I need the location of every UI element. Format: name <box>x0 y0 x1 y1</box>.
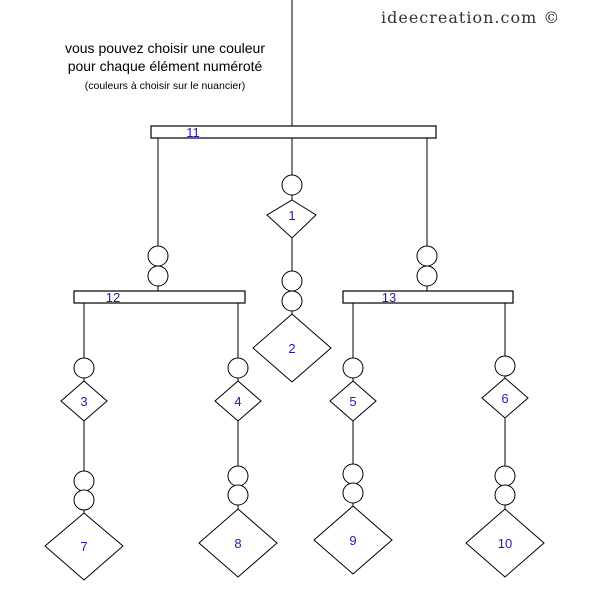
bead-10b <box>494 484 516 506</box>
bead-9a <box>342 463 364 485</box>
label-6: 6 <box>501 391 508 406</box>
label-10: 10 <box>498 536 512 551</box>
bead-10a <box>494 465 516 487</box>
bead-right-a <box>416 245 438 267</box>
instruction-line-1: vous pouvez choisir une couleur <box>64 40 265 56</box>
watermark: ideecreation.com © <box>381 8 561 27</box>
diamond-2 <box>252 313 332 383</box>
instruction-line-2: pour chaque élément numéroté <box>67 58 263 74</box>
instruction-line-3: (couleurs à choisir sur le nuancier) <box>84 80 246 92</box>
bar-12 <box>73 290 246 304</box>
label-9: 9 <box>349 533 356 548</box>
diamond-10 <box>465 508 545 578</box>
bar-13 <box>342 290 514 304</box>
bead-center-a <box>281 174 303 196</box>
label-5: 5 <box>349 394 356 409</box>
bead-left-b <box>147 265 169 287</box>
bead-7b <box>73 489 95 511</box>
bead-4 <box>227 357 249 379</box>
bead-5 <box>342 357 364 379</box>
bead-8a <box>227 465 249 487</box>
bead-6 <box>494 355 516 377</box>
diamond-9 <box>313 505 393 575</box>
label-1: 1 <box>288 208 295 223</box>
label-4: 4 <box>234 394 241 409</box>
bead-8b <box>227 484 249 506</box>
bead-7a <box>73 470 95 492</box>
label-13: 13 <box>382 290 396 305</box>
bead-left-a <box>147 245 169 267</box>
bead-center-c <box>281 290 303 312</box>
bead-9b <box>342 482 364 504</box>
bead-3 <box>73 357 95 379</box>
diamond-8 <box>198 508 278 578</box>
label-7: 7 <box>80 539 87 554</box>
label-3: 3 <box>80 394 87 409</box>
label-12: 12 <box>106 290 120 305</box>
label-8: 8 <box>234 536 241 551</box>
bar-11 <box>150 125 437 139</box>
diamond-7 <box>44 512 124 581</box>
label-2: 2 <box>288 341 295 356</box>
label-11: 11 <box>186 125 200 140</box>
bead-center-b <box>281 270 303 292</box>
bead-right-b <box>416 265 438 287</box>
